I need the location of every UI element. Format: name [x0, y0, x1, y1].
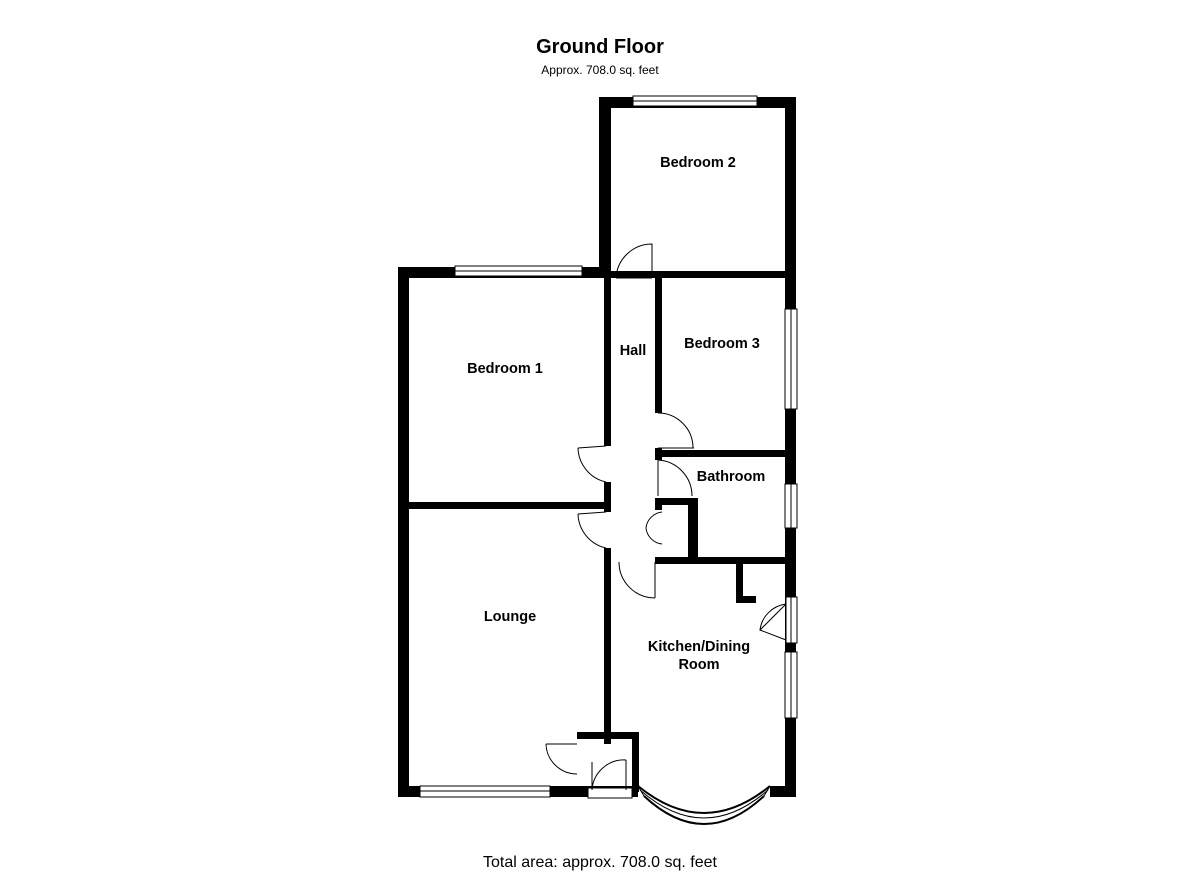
door-swings	[545, 243, 787, 791]
window-bedroom-1	[454, 265, 583, 277]
room-label-bathroom: Bathroom	[697, 469, 765, 485]
floor-area-subtitle: Approx. 708.0 sq. feet	[541, 63, 659, 77]
door-cupboard	[645, 511, 663, 545]
room-label-bedroom-2: Bedroom 2	[660, 155, 736, 171]
room-label-bedroom-3: Bedroom 3	[684, 336, 760, 352]
bay-window-kitchen	[637, 785, 771, 825]
window-bedroom-2	[632, 95, 758, 107]
window-bathroom	[784, 483, 798, 529]
door-bedroom-2	[615, 243, 653, 279]
door-bedroom-1	[577, 445, 607, 483]
floor-title: Ground Floor	[536, 36, 664, 58]
kitchen-side-door-frame	[785, 596, 798, 644]
window-lounge	[419, 785, 551, 798]
interior-walls	[409, 271, 785, 792]
room-labels: Bedroom 2 Bedroom 1 Hall Bedroom 3 Bathr…	[467, 155, 765, 673]
room-label-kitchen-line-2: Room	[678, 657, 719, 673]
front-door-frame	[587, 787, 633, 799]
windows	[419, 95, 798, 799]
room-label-kitchen-line-1: Kitchen/Dining	[648, 639, 750, 655]
door-bedroom-3	[657, 412, 694, 449]
total-area-footer: Total area: approx. 708.0 sq. feet	[483, 854, 717, 871]
window-bedroom-3	[784, 308, 798, 410]
room-label-bedroom-1: Bedroom 1	[467, 361, 543, 377]
window-kitchen	[784, 651, 798, 719]
door-bathroom	[657, 459, 693, 497]
door-kitchen	[618, 561, 656, 599]
door-kitchen-side	[759, 603, 787, 641]
door-porch-inner	[545, 743, 578, 775]
door-front	[591, 759, 627, 791]
door-lounge	[577, 511, 607, 549]
room-label-hall: Hall	[620, 343, 647, 359]
room-label-lounge: Lounge	[484, 609, 536, 625]
